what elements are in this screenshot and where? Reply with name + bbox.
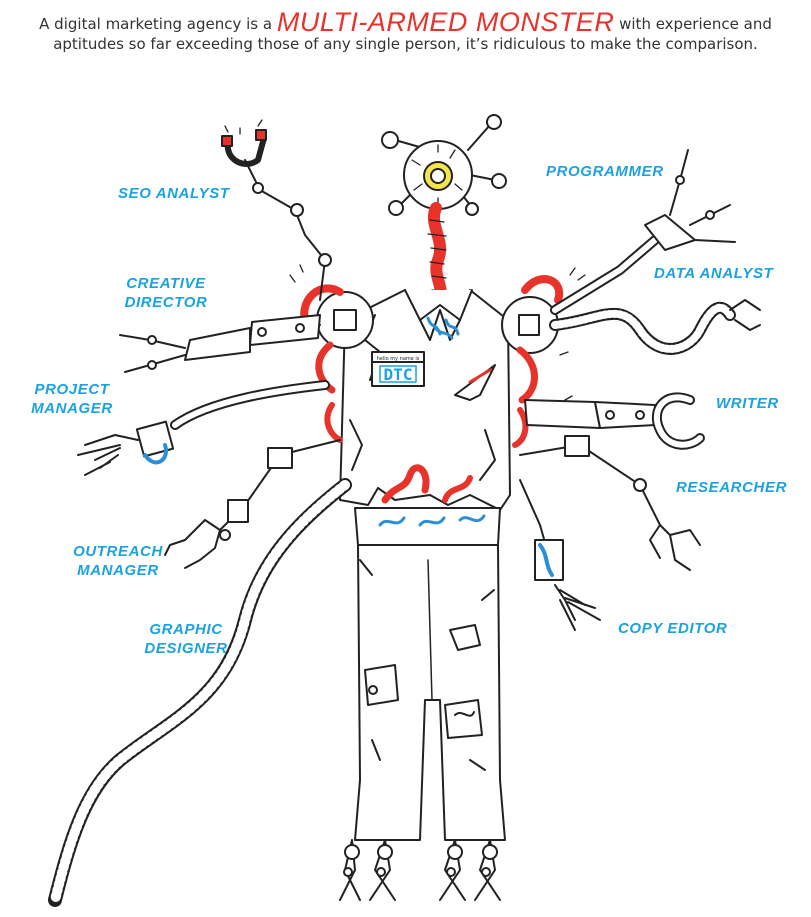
name-badge: hello my name is DTC	[371, 351, 425, 387]
arm-seo-analyst	[221, 119, 332, 301]
intro-line-1: A digital marketing agency is a MULTI-AR…	[0, 9, 811, 36]
role-data-analyst: DATA ANALYST	[654, 265, 774, 282]
torso	[339, 289, 511, 546]
role-seo-analyst: SEO ANALYST	[118, 185, 230, 202]
intro-line-2: aptitudes so far exceeding those of any …	[53, 35, 758, 53]
legs	[339, 839, 501, 901]
role-programmer: PROGRAMMER	[546, 163, 664, 180]
role-outreach-manager-line-1: OUTREACH	[73, 543, 163, 560]
arm-writer	[524, 392, 705, 450]
arm-project-manager	[77, 380, 330, 476]
arm-creative-director	[119, 314, 321, 373]
badge-name-text: DTC	[384, 365, 413, 384]
role-writer: WRITER	[716, 395, 779, 412]
intro-text-before: A digital marketing agency is a	[39, 15, 273, 33]
role-creative-director: CREATIVE DIRECTOR	[122, 274, 210, 312]
pants	[354, 544, 506, 841]
arm-copy-editor	[519, 479, 601, 631]
role-graphic-designer: GRAPHIC DESIGNER	[140, 620, 232, 658]
role-project-manager-line-1: PROJECT	[34, 381, 110, 398]
role-creative-director-line-1: CREATIVE	[126, 275, 206, 292]
neck-cable	[428, 202, 447, 306]
role-outreach-manager-line-2: MANAGER	[77, 562, 159, 579]
intro-text: A digital marketing agency is a MULTI-AR…	[0, 9, 811, 54]
arm-outreach-manager	[164, 439, 341, 569]
role-project-manager: PROJECT MANAGER	[28, 380, 116, 418]
role-creative-director-line-2: DIRECTOR	[124, 294, 208, 311]
role-researcher: RESEARCHER	[676, 479, 788, 496]
arm-graphic-designer	[48, 478, 352, 907]
arm-researcher	[519, 435, 701, 571]
intro-text-after: with experience and	[619, 15, 772, 33]
intro-highlight: MULTI-ARMED MONSTER	[276, 7, 615, 37]
eye-pupil	[430, 168, 446, 184]
role-graphic-designer-line-1: GRAPHIC	[149, 621, 223, 638]
role-graphic-designer-line-2: DESIGNER	[144, 640, 228, 657]
arm-programmer	[550, 149, 736, 315]
role-copy-editor: COPY EDITOR	[618, 620, 728, 637]
role-project-manager-line-2: MANAGER	[31, 400, 113, 417]
arm-data-analyst	[549, 299, 761, 355]
role-outreach-manager: OUTREACH MANAGER	[70, 542, 166, 580]
monster-head	[381, 114, 507, 216]
badge-top-text: hello my name is	[377, 356, 420, 362]
